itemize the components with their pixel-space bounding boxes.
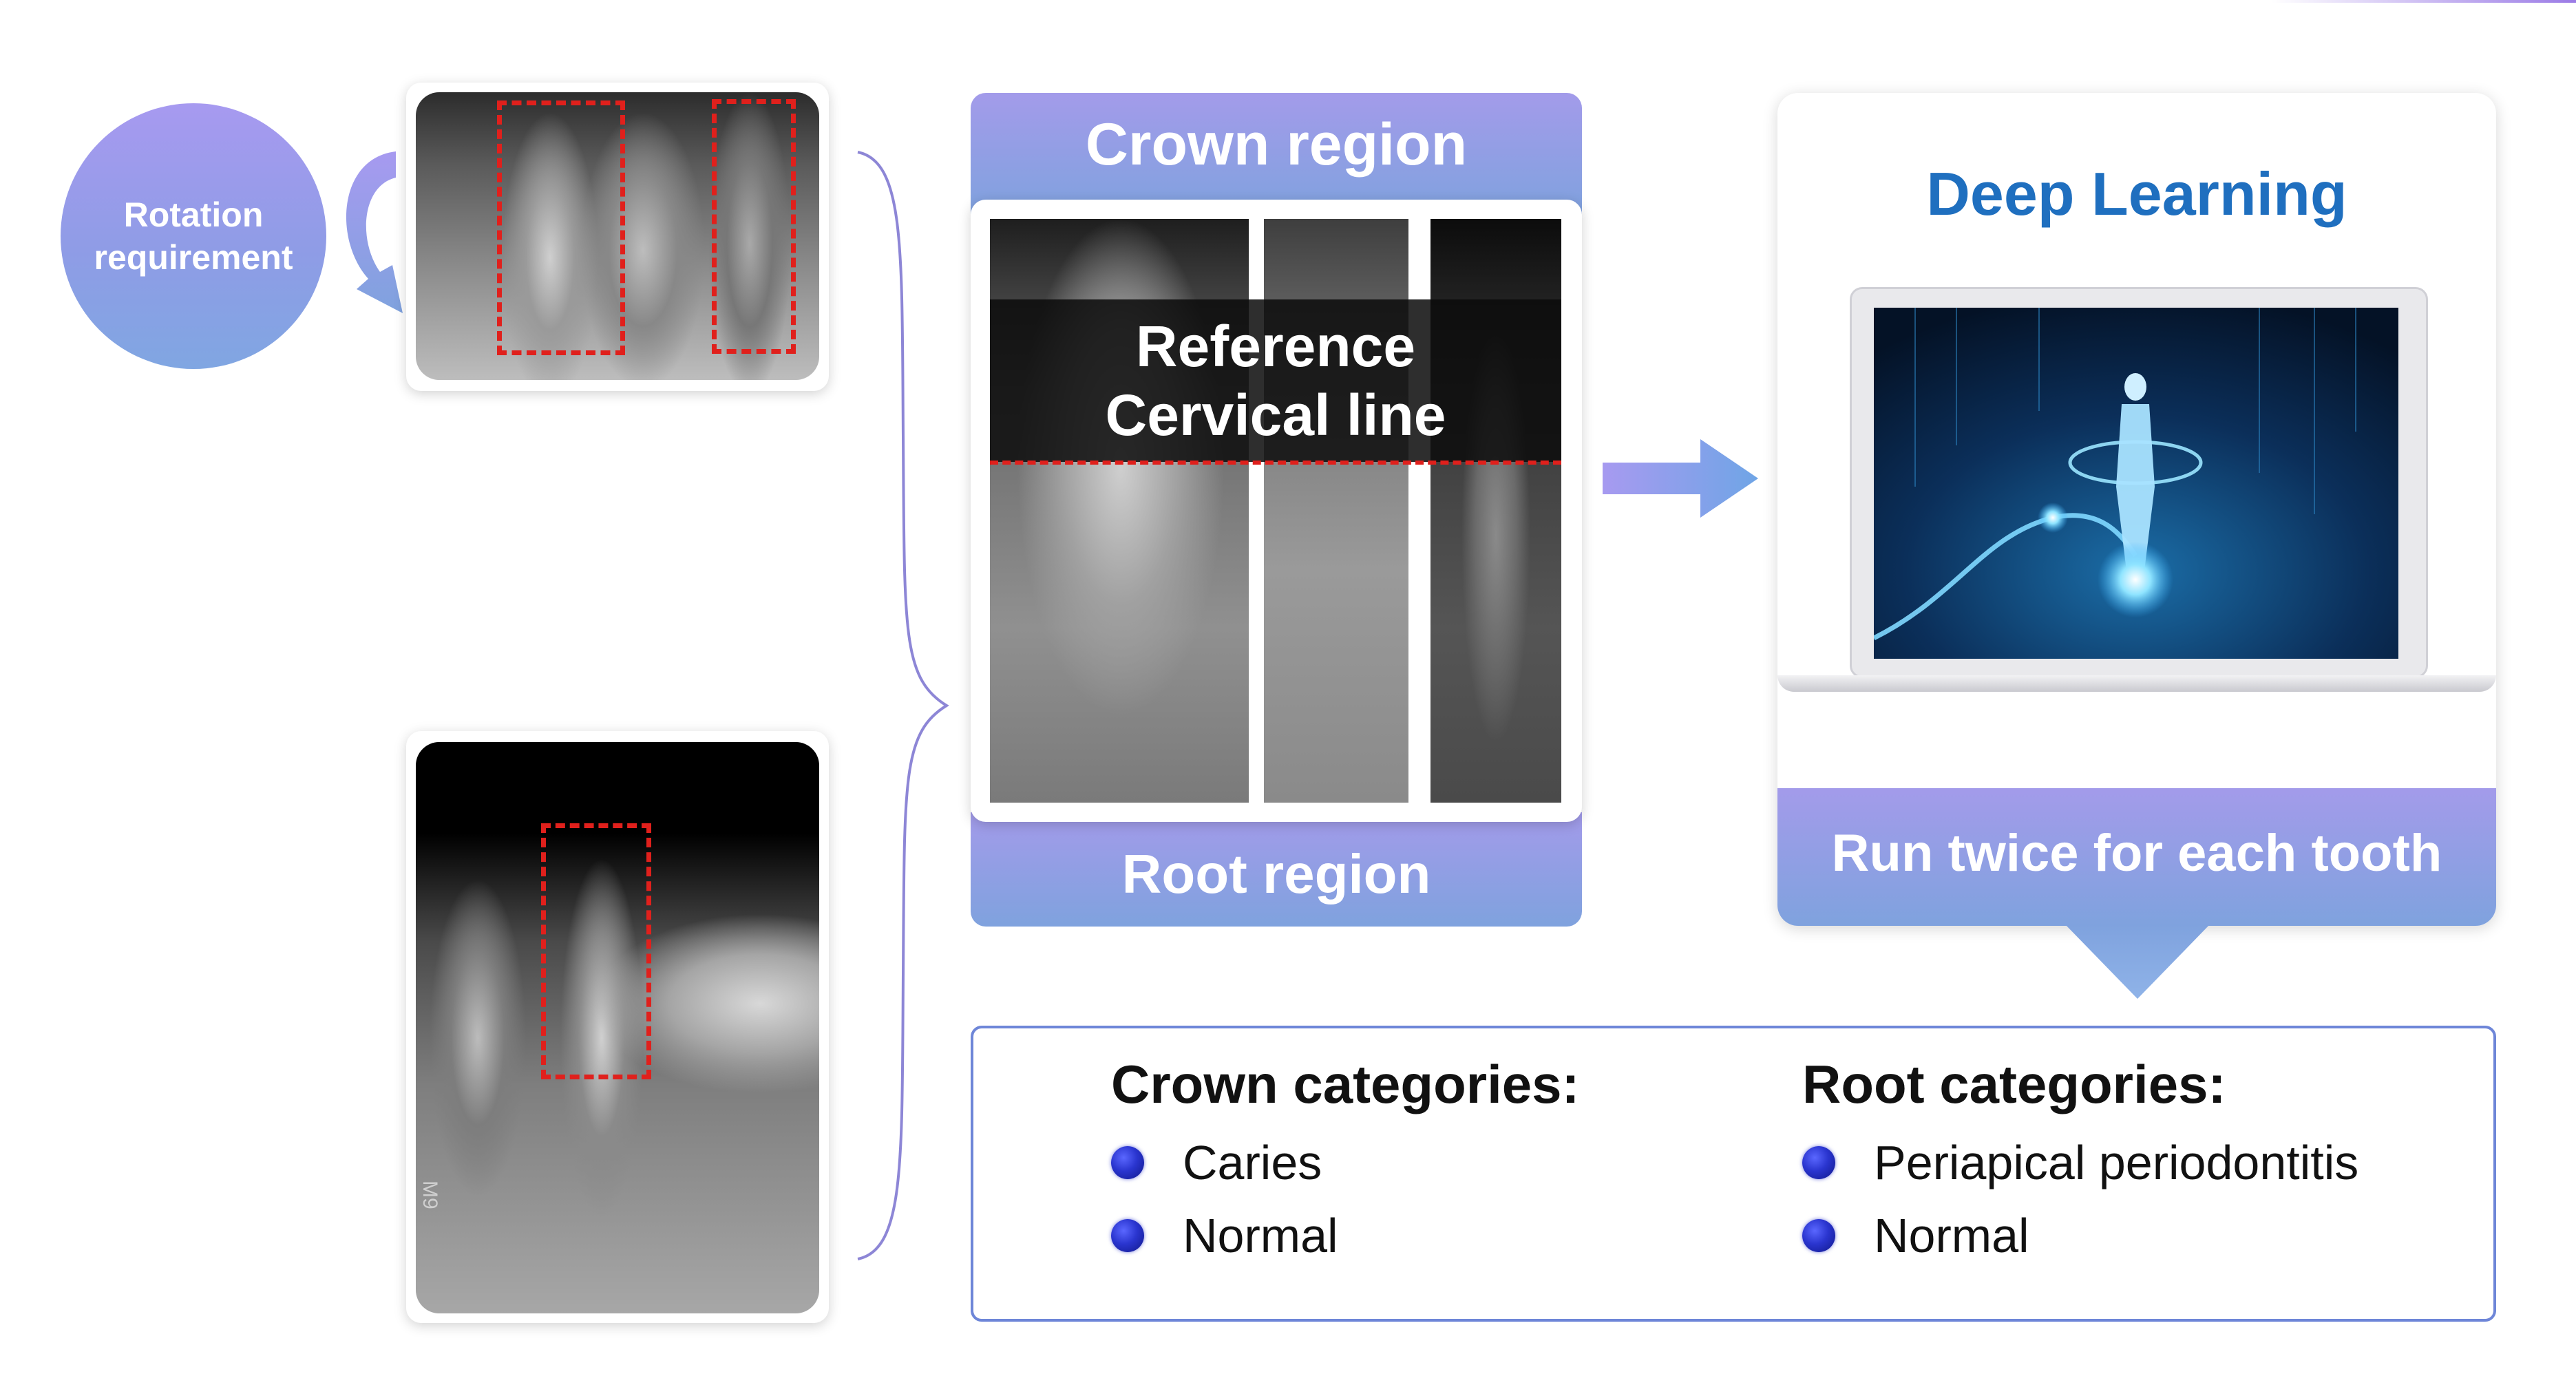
cervical-dashed-line <box>990 461 1561 465</box>
crown-category-label: Normal <box>1183 1209 1338 1262</box>
laptop-base <box>1777 675 2496 692</box>
down-pointer-icon <box>2065 924 2210 999</box>
film-marker: M9 <box>419 1181 441 1209</box>
root-category-label: Periapical periodontitis <box>1874 1136 2359 1189</box>
run-twice-text: Run twice for each tooth <box>1831 824 2442 882</box>
deep-learning-title: Deep Learning <box>1926 160 2347 228</box>
rotation-label-line2: requirement <box>94 238 293 277</box>
root-category-item: Periapical periodontitis <box>1802 1135 2358 1190</box>
crown-roi-box <box>497 101 625 355</box>
root-categories-title: Root categories: <box>1802 1054 2226 1114</box>
reference-line2: Cervical line <box>1105 383 1446 447</box>
root-category-label: Normal <box>1874 1209 2029 1262</box>
bottom-xray-card: M9 <box>406 731 829 1323</box>
deep-learning-card: Deep Learning Run twice for each tooth <box>1777 93 2496 926</box>
top-accent-line <box>2272 0 2576 3</box>
tooth-roi-box <box>541 823 651 1079</box>
ai-figure-screen-image <box>1874 308 2398 659</box>
reference-cervical-label: Reference Cervical line <box>990 299 1561 462</box>
right-arrow-icon <box>1603 439 1758 518</box>
tooth-roi-box <box>712 99 796 354</box>
blue-dot-icon <box>1802 1219 1835 1252</box>
reference-line1: Reference <box>1135 314 1416 379</box>
crown-category-label: Caries <box>1183 1136 1322 1189</box>
run-twice-label: Run twice for each tooth <box>1777 788 2496 926</box>
crown-categories: Crown categories: Caries Normal <box>1111 1053 1579 1263</box>
crown-categories-title: Crown categories: <box>1111 1054 1580 1114</box>
root-region-label: Root region <box>1121 843 1431 905</box>
blue-dot-icon <box>1111 1219 1144 1252</box>
root-region-footer: Root region <box>971 812 1582 927</box>
top-xray-image <box>416 92 819 380</box>
crown-region-header: Crown region <box>971 93 1582 217</box>
blue-dot-icon <box>1111 1146 1144 1179</box>
blue-dot-icon <box>1802 1146 1835 1179</box>
curly-brace <box>857 151 949 1260</box>
categories-box: Crown categories: Caries Normal Root cat… <box>971 1026 2496 1322</box>
crown-region-label: Crown region <box>1085 112 1468 178</box>
crown-category-item: Caries <box>1111 1135 1579 1190</box>
top-xray-card <box>406 83 829 391</box>
root-category-item: Normal <box>1802 1208 2358 1263</box>
rotation-label-line1: Rotation <box>123 195 264 234</box>
crown-category-item: Normal <box>1111 1208 1579 1263</box>
rotation-requirement-bubble: Rotation requirement <box>61 103 326 369</box>
curved-arrow-icon <box>346 151 403 313</box>
root-categories: Root categories: Periapical periodontiti… <box>1802 1053 2358 1263</box>
bottom-xray-image: M9 <box>416 742 819 1313</box>
strips-panel: Reference Cervical line <box>971 200 1582 822</box>
